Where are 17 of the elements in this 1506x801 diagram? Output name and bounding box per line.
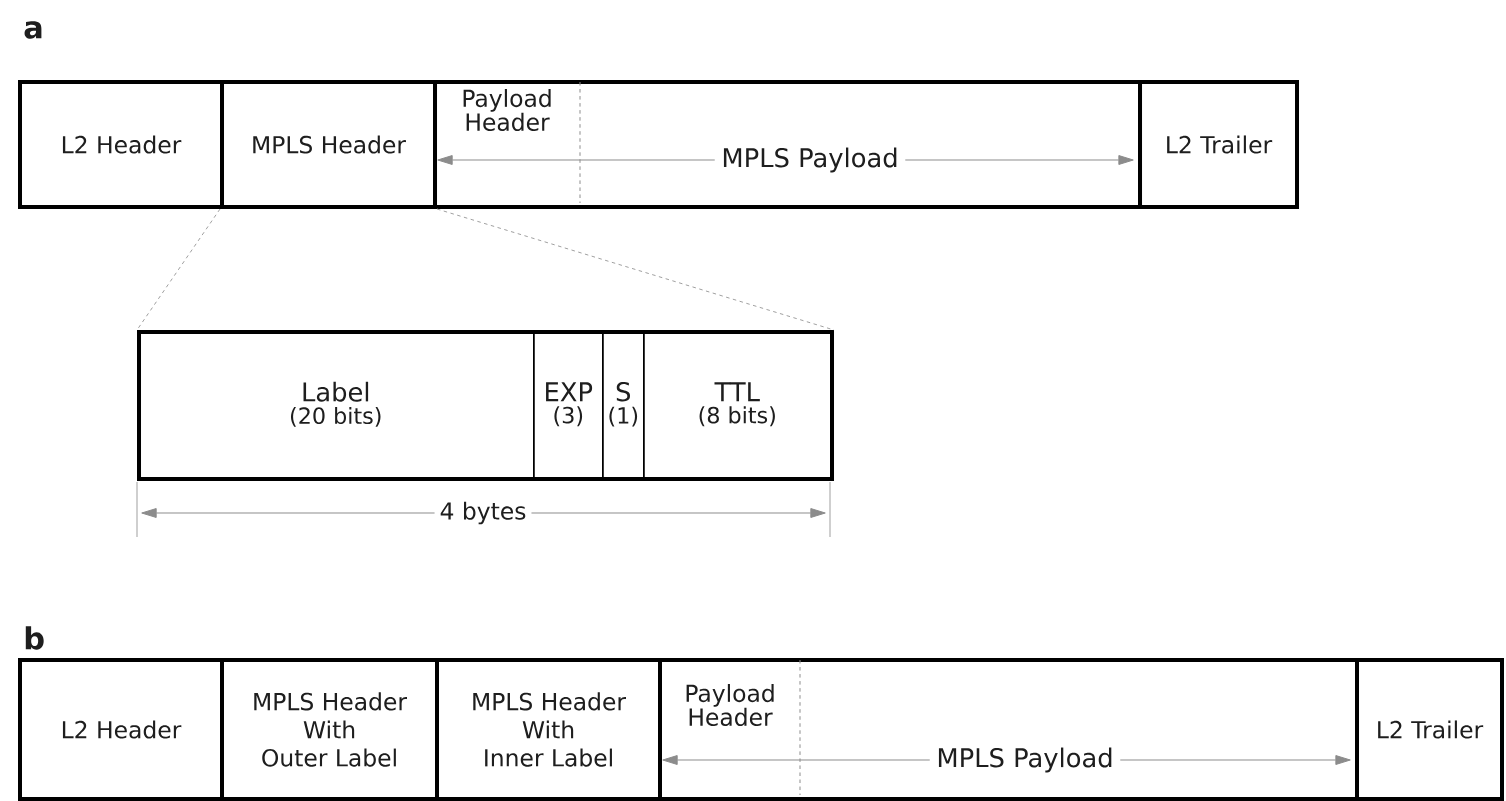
trailer-field: L2 Trailer <box>1355 658 1504 801</box>
bit-field: EXP (3) <box>533 330 604 479</box>
panel-letter: a <box>24 21 42 39</box>
payload-field: Payload Header MPLS Payload <box>658 658 1359 801</box>
header-field: L2 Header <box>18 658 224 801</box>
header-field: L2 Header <box>18 80 224 209</box>
header-field: MPLS Header <box>220 80 437 209</box>
zoom-line <box>136 208 221 331</box>
header-field: MPLS Header With Inner Label <box>435 658 662 801</box>
dimension-label: 4 bytes <box>434 496 532 530</box>
header-field: MPLS Header With Outer Label <box>220 658 439 801</box>
trailer-field: L2 Trailer <box>1138 80 1299 209</box>
payload-field: Payload Header MPLS Payload <box>433 80 1142 209</box>
bit-field: TTL (8 bits) <box>643 330 832 479</box>
bit-field: S (1) <box>602 330 645 479</box>
zoom-line <box>436 208 835 331</box>
bit-field: Label (20 bits) <box>137 330 535 479</box>
